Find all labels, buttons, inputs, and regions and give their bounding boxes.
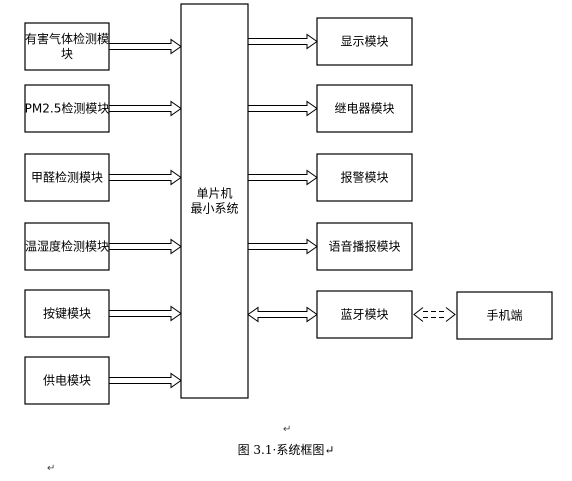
input-node: 按键模块 <box>24 289 110 338</box>
output-node-label: 蓝牙模块 <box>340 308 388 322</box>
output-node: 显示模块 <box>316 17 413 66</box>
input-node: 甲醛检测模块 <box>24 153 110 202</box>
output-node-label: 报警模块 <box>340 170 388 185</box>
input-node-label: 块 <box>61 47 73 61</box>
input-node-rect <box>24 356 110 405</box>
input-arrow <box>108 38 182 55</box>
output-node-rect <box>316 84 413 133</box>
input-arrow <box>108 372 182 389</box>
input-node-label: 供电模块 <box>43 374 91 388</box>
output-arrow <box>247 100 318 117</box>
output-node-rect <box>316 222 413 271</box>
phone-node: 手机端 <box>456 291 553 340</box>
output-node-label: 语音播报模块 <box>328 239 400 254</box>
input-arrow <box>108 169 182 186</box>
input-node-label: 温湿度检测模块 <box>25 239 109 254</box>
output-node: 蓝牙模块 <box>316 290 413 339</box>
output-node: 报警模块 <box>316 153 413 202</box>
output-node-rect <box>316 153 413 202</box>
input-arrow <box>108 100 182 117</box>
output-arrow <box>247 33 318 50</box>
wireless-link-arrow-head-left <box>413 307 424 322</box>
input-node: PM2.5检测模块 <box>24 84 110 133</box>
output-arrow <box>247 169 318 186</box>
input-node-rect <box>24 222 110 271</box>
input-node-label: 甲醛检测模块 <box>31 170 103 185</box>
paragraph-mark-bottom: ↵ <box>47 463 56 474</box>
output-node-rect <box>316 290 413 339</box>
figure-caption: 图 3.1·系统框图↵ <box>0 441 572 458</box>
phone-node-label: 手机端 <box>486 309 522 323</box>
input-node-rect <box>24 84 110 133</box>
input-node-label: 有害气体检测模 <box>25 31 109 46</box>
output-node-label: 继电器模块 <box>334 102 394 116</box>
wireless-link-arrow-head-right <box>445 307 456 322</box>
wireless-link-arrow <box>413 307 456 322</box>
input-node-rect <box>24 153 110 202</box>
output-arrow <box>247 238 318 255</box>
input-node-rect <box>24 22 110 71</box>
phone-node-rect <box>456 291 553 340</box>
mcu-node-rect <box>180 3 249 399</box>
mcu-node-label: 最小系统 <box>190 202 238 216</box>
input-arrow <box>108 305 182 322</box>
caption-paragraph-mark: ↵ <box>324 443 335 457</box>
bidirectional-arrow <box>247 306 318 323</box>
input-node-label: 按键模块 <box>43 307 91 321</box>
input-node: 温湿度检测模块 <box>24 222 110 271</box>
output-node-label: 显示模块 <box>340 35 388 49</box>
input-arrow <box>108 238 182 255</box>
output-node: 语音播报模块 <box>316 222 413 271</box>
input-node: 供电模块 <box>24 356 110 405</box>
mcu-node-label: 单片机 <box>196 187 232 201</box>
output-node: 继电器模块 <box>316 84 413 133</box>
output-node-rect <box>316 17 413 66</box>
caption-text: 图 3.1·系统框图 <box>237 443 325 457</box>
input-node-rect <box>24 289 110 338</box>
input-node-label: PM2.5检测模块 <box>25 101 110 116</box>
paragraph-mark-top: ↵ <box>283 424 292 435</box>
